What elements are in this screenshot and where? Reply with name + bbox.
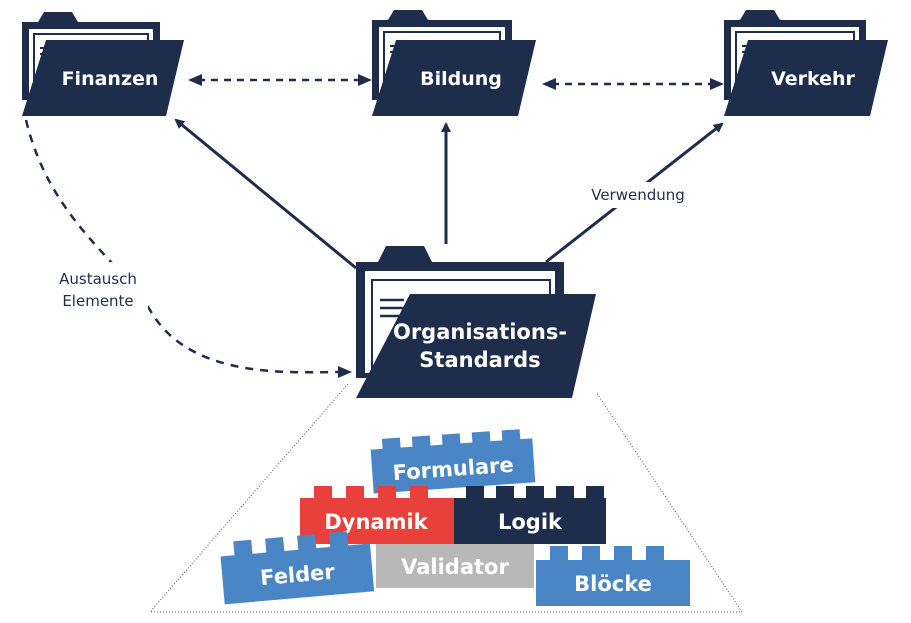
- folder-org-label-line1: Organisations-: [393, 320, 567, 344]
- arrow-org-to-finanzen: [174, 118, 357, 270]
- zoom-triangle: [148, 383, 743, 613]
- folder-org-label-line2: Standards: [419, 348, 540, 372]
- brick-validator-label: Validator: [401, 555, 509, 579]
- folder-finanzen-label: Finanzen: [62, 68, 159, 90]
- folder-organisations-standards: Organisations- Standards: [356, 246, 596, 398]
- brick-logik-label: Logik: [498, 510, 563, 534]
- folder-verkehr-label: Verkehr: [771, 68, 855, 90]
- arrowhead-right-verkehr: [710, 78, 724, 90]
- folder-verkehr: Verkehr: [724, 10, 888, 116]
- arrowhead-left-bildung: [542, 78, 556, 90]
- arrowhead-left-finanzen: [188, 74, 202, 86]
- brick-formulare: Formulare: [370, 429, 536, 494]
- folder-bildung: Bildung: [372, 10, 536, 116]
- edge-label-verwendung: Verwendung: [591, 186, 685, 204]
- folder-bildung-label: Bildung: [420, 68, 502, 90]
- brick-bloecke-label: Blöcke: [574, 572, 652, 596]
- brick-dynamik: Dynamik: [300, 486, 454, 544]
- brick-dynamik-label: Dynamik: [324, 510, 428, 534]
- folder-finanzen: Finanzen: [22, 12, 184, 116]
- brick-logik: Logik: [454, 486, 606, 544]
- edge-label-austausch: Austausch: [59, 270, 137, 288]
- edge-label-elemente: Elemente: [62, 292, 133, 310]
- dashed-curve-austausch: [24, 119, 341, 374]
- brick-bloecke: Blöcke: [536, 546, 690, 606]
- brick-validator: Validator: [376, 544, 534, 588]
- arrowhead-right-bildung: [358, 74, 372, 86]
- arrowhead-austausch: [338, 366, 352, 378]
- brick-felder: Felder: [220, 531, 375, 605]
